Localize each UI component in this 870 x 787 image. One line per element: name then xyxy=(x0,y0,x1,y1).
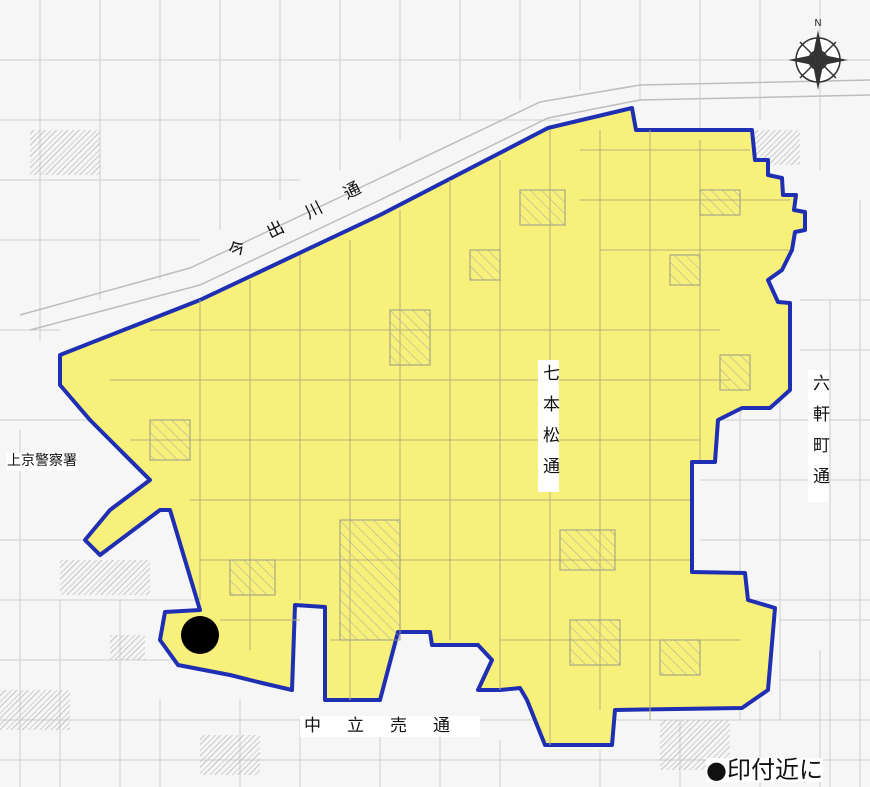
hatched-blocks-inside xyxy=(149,189,751,676)
label-nakadachiuri: 中立売通 xyxy=(300,716,480,737)
imadegawa-road xyxy=(19,79,870,331)
hatched-blocks-outside xyxy=(0,130,800,775)
label-rokkencho: 六軒町通 xyxy=(808,370,829,502)
compass-rose-icon: N xyxy=(788,18,848,90)
location-marker-icon xyxy=(181,616,219,654)
district-blocks xyxy=(110,130,790,745)
label-shichihonmatsu: 七本松通 xyxy=(538,360,559,492)
marker-note: ●印付近に xyxy=(706,756,823,784)
label-police-station: 上京警察署 xyxy=(6,453,78,471)
compass-north-letter: N xyxy=(814,18,821,29)
